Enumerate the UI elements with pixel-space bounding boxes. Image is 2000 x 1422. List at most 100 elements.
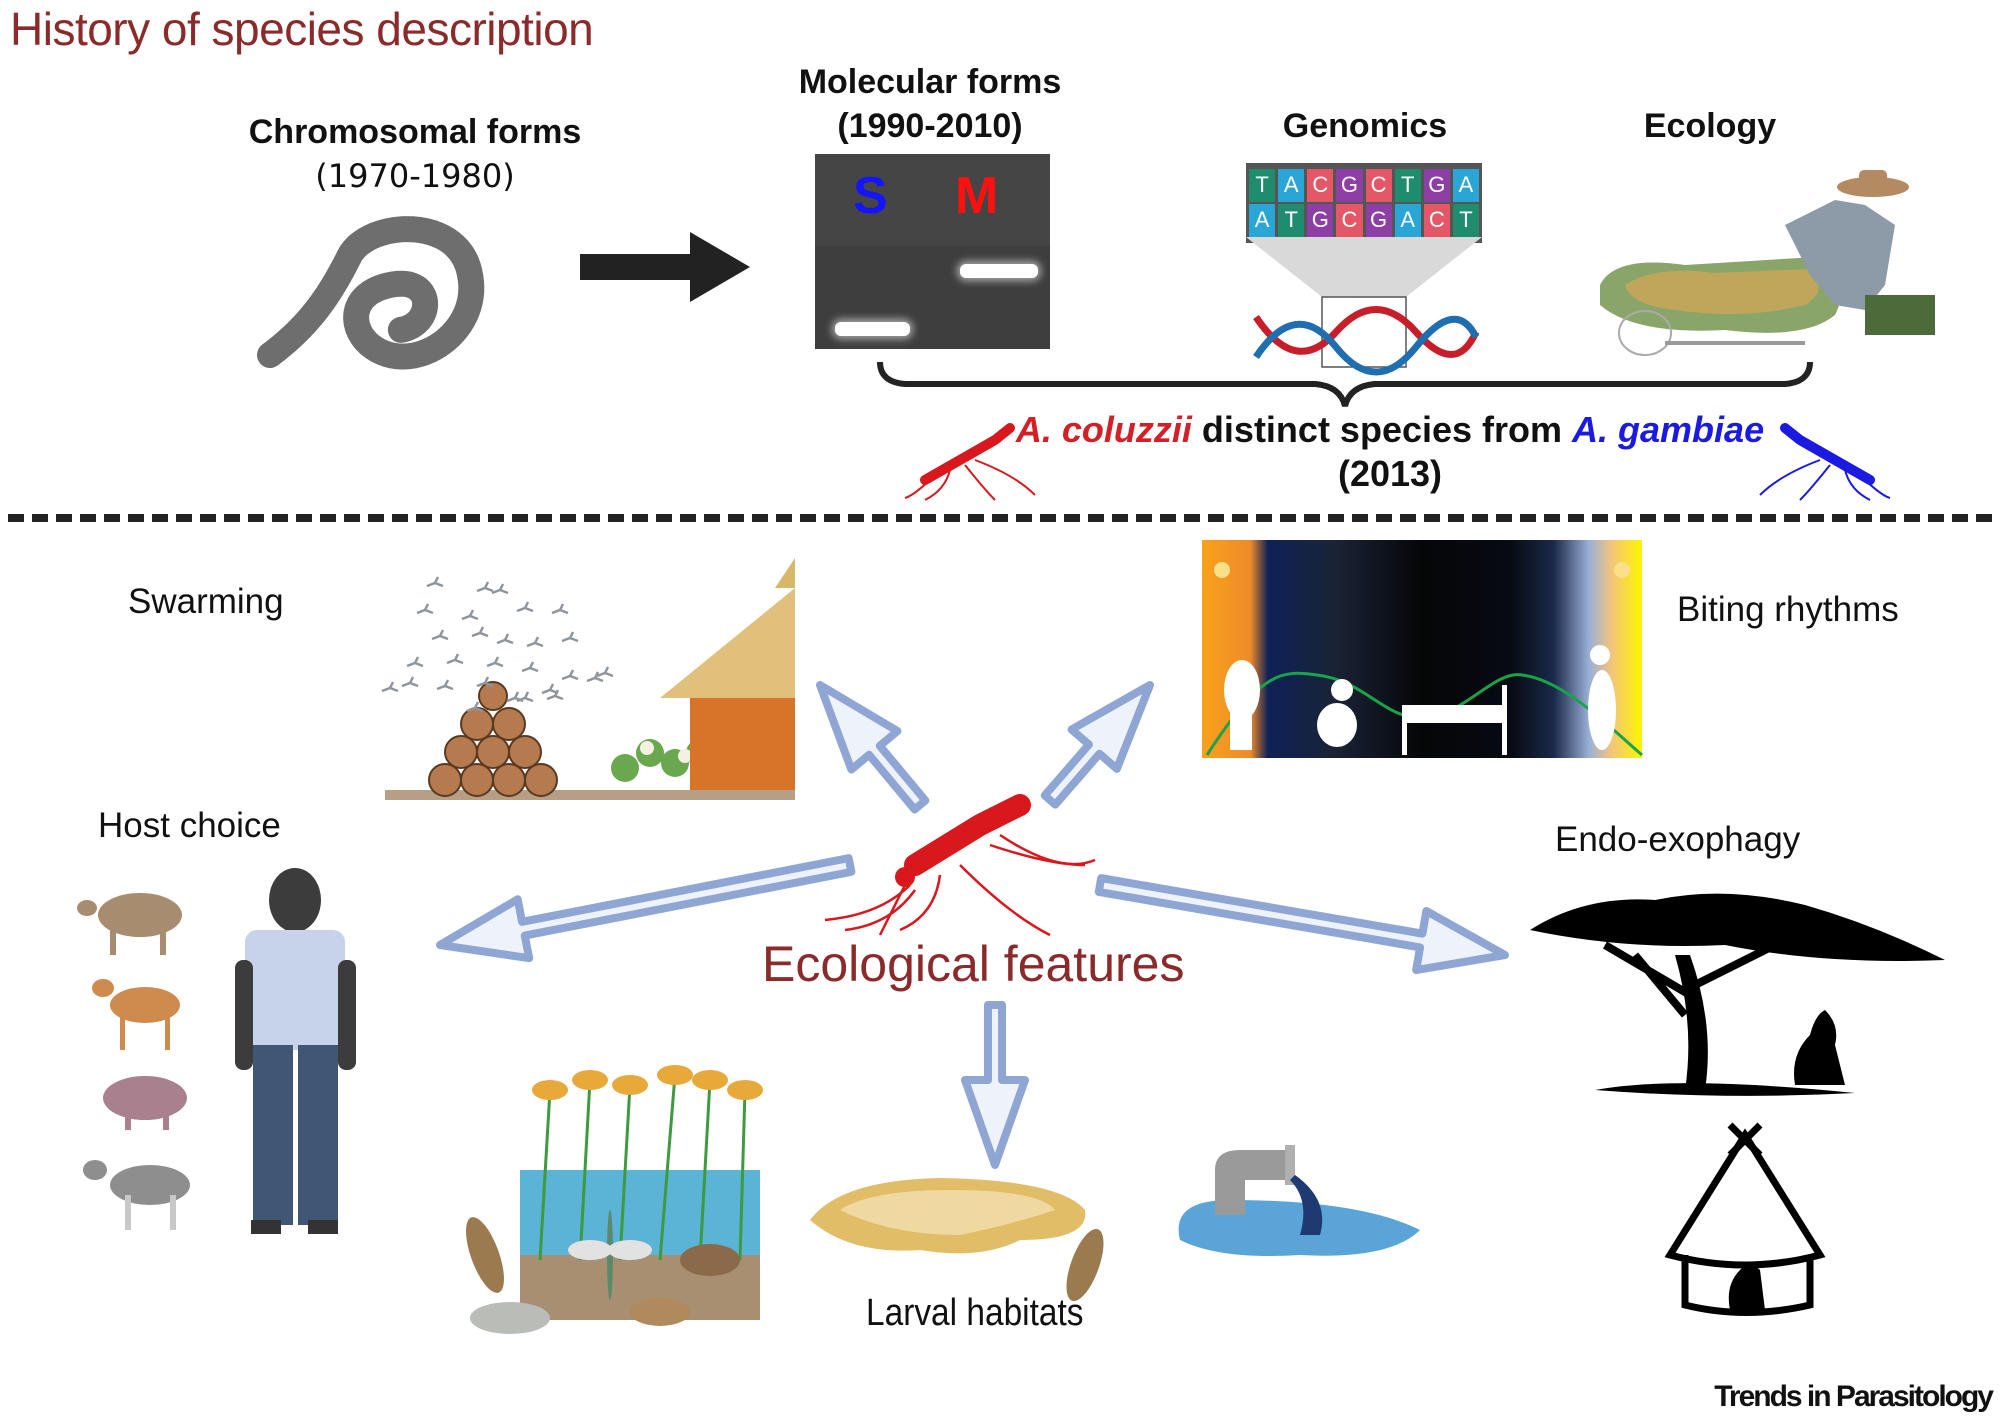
swarming-mosquito-icon <box>491 583 509 595</box>
nucleotide: G <box>1307 204 1334 237</box>
water-bug-icon <box>1066 1228 1104 1302</box>
label-biting-rhythms: Biting rhythms <box>1677 590 1899 629</box>
red-mosquito-icon <box>904 423 1036 501</box>
swarming-mosquito-icon <box>476 676 494 688</box>
gel-band-s <box>835 322 910 336</box>
pig-icon <box>103 1076 187 1130</box>
gel-lane-m-label: M <box>955 167 999 225</box>
swarming-mosquito-icon <box>541 683 559 695</box>
swarming-mosquito-icon <box>416 603 434 615</box>
swarming-mosquito-icon <box>476 581 494 593</box>
figure-title: History of species description <box>10 3 594 55</box>
swarming-mosquito-icon <box>471 626 489 638</box>
nucleotide: C <box>1336 204 1363 237</box>
swarming-mosquito-icon <box>431 629 449 641</box>
label-larval-habitats: Larval habitats <box>866 1292 1084 1334</box>
swarming-mosquito-icon <box>526 636 544 648</box>
swarming-mosquito-icon <box>546 689 564 701</box>
grouping-brace <box>877 361 1813 407</box>
nucleotide: T <box>1452 204 1479 237</box>
human-icon <box>235 868 356 1234</box>
swarming-mosquito-icon <box>561 669 579 681</box>
nucleotide: T <box>1278 204 1305 237</box>
label-endo-exophagy: Endo-exophagy <box>1555 820 1801 859</box>
nucleotide: C <box>1423 204 1450 237</box>
dna-helix-icon <box>1246 237 1482 376</box>
timeline-arrow-icon <box>580 232 750 302</box>
stage-ecology: Ecology <box>1643 107 1777 145</box>
aquatic-predators-icon <box>466 1210 740 1334</box>
donkey-icon <box>83 1160 190 1230</box>
swarming-mosquito-icon <box>461 609 479 621</box>
nucleotide: A <box>1452 169 1479 202</box>
swarming-mosquito-icon <box>486 656 504 668</box>
puddle-icon <box>810 1178 1086 1254</box>
arrow-to-swarming <box>816 681 930 814</box>
label-host-choice: Host choice <box>98 806 281 845</box>
species-year: (2013) <box>1337 453 1443 494</box>
ecologist-field-work-image <box>1600 170 1935 356</box>
acacia-tree-icon <box>1530 893 1945 1096</box>
nucleotide: A <box>1278 169 1305 202</box>
endo-exophagy-image <box>1530 893 1945 1316</box>
central-mosquito-icon <box>824 794 1096 937</box>
swarming-mosquito-icon <box>561 631 579 643</box>
rice-field-icon <box>520 1065 763 1320</box>
swarming-scene-image <box>381 558 795 800</box>
nucleotide: T <box>1249 169 1276 202</box>
host-animals-and-human-image <box>77 868 356 1234</box>
arrow-to-larval <box>961 1001 1029 1169</box>
nucleotide: A <box>1394 204 1421 237</box>
dog-icon <box>92 979 180 1050</box>
stage-years: (1990-2010) <box>837 107 1023 145</box>
stage-molecular: Molecular forms (1990-2010) <box>750 60 1110 148</box>
swarming-mosquito-icon <box>466 701 484 713</box>
seated-person-inside-icon <box>1728 1265 1765 1310</box>
journal-credit: Trends in Parasitology <box>1714 1380 1994 1413</box>
biting-activity-curve <box>1205 560 1643 757</box>
arrow-to-endo <box>1094 874 1509 975</box>
species-conclusion: A. coluzzii distinct species from A. gam… <box>1000 408 1780 496</box>
gel-band-m <box>960 264 1038 278</box>
nucleotide: C <box>1365 169 1392 202</box>
arrow-to-biting <box>1040 681 1154 809</box>
section-divider <box>8 514 1992 522</box>
nucleotide: T <box>1394 169 1421 202</box>
species-conclusion-text: distinct species from <box>1191 409 1573 450</box>
swarming-mosquito-icon <box>426 576 444 588</box>
swarming-mosquito-icon <box>381 681 399 693</box>
swarming-mosquito-icon <box>506 691 524 703</box>
swarming-mosquito-icon <box>401 676 419 688</box>
swarming-mosquito-icon <box>496 633 514 645</box>
swarming-mosquito-icon <box>586 671 604 683</box>
cow-icon <box>77 893 182 955</box>
stage-label: Chromosomal forms <box>248 113 582 151</box>
stage-genomics: Genomics <box>1282 107 1448 145</box>
ecological-features-label: Ecological features <box>762 936 1185 992</box>
gel-lane-s-label: S <box>853 167 888 225</box>
arrow-to-host <box>436 854 856 963</box>
hut-icon <box>1664 1122 1826 1316</box>
biting-rhythm-panel <box>1202 540 1643 758</box>
nucleotide: G <box>1423 169 1450 202</box>
nucleotide: G <box>1365 204 1392 237</box>
nucleotide: A <box>1249 204 1276 237</box>
stage-years: (1970-1980) <box>315 157 515 195</box>
swarming-mosquito-icon <box>516 601 534 613</box>
label-swarming: Swarming <box>128 582 284 621</box>
swarming-mosquito-icon <box>436 679 454 691</box>
swarming-mosquito-icon <box>551 603 569 615</box>
sewage-outflow-icon <box>1178 1145 1420 1256</box>
species-gambiae: A. gambiae <box>1572 409 1765 450</box>
nucleotide: C <box>1307 169 1334 202</box>
swarming-mosquito-icon <box>596 666 614 678</box>
stage-chromosomal: Chromosomal forms (1970-1980) <box>215 110 615 198</box>
swarming-mosquito-icon <box>446 653 464 665</box>
